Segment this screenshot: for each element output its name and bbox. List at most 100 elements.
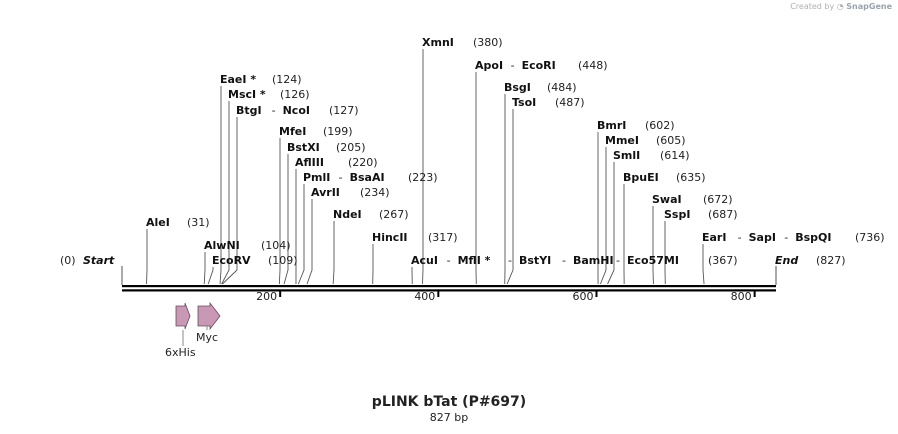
site-mfei[interactable]: MfeI (199) xyxy=(279,125,353,138)
enzyme-name: BtgI xyxy=(236,104,262,117)
site-position: (127) xyxy=(329,104,359,117)
site-eari[interactable]: EarI-SapI-BspQI(736) xyxy=(702,231,885,244)
site-apoi[interactable]: ApoI-EcoRI(448) xyxy=(475,59,608,72)
site-smli[interactable]: SmlI(614) xyxy=(613,149,690,162)
enzyme-name: AleI xyxy=(146,216,170,229)
site-connectors xyxy=(146,49,705,285)
site-msci[interactable]: MscI * (126) xyxy=(228,88,310,101)
enzyme-name: AflIII xyxy=(295,156,324,169)
site-position: (484) xyxy=(547,81,577,94)
enzyme-name: MscI * xyxy=(228,88,266,101)
site-btgi[interactable]: BtgI-NcoI(127) xyxy=(236,104,359,117)
site-acui[interactable]: AcuI-MflI *-BstYI-BamHI-Eco57MI(367) xyxy=(411,254,738,267)
tick-label: 600 xyxy=(572,290,593,303)
enzyme-name: AlwNI xyxy=(204,239,240,252)
enzyme-name: NdeI xyxy=(333,208,362,221)
snapgene-logo-icon: ◔ xyxy=(836,2,844,11)
site-swai[interactable]: SwaI(672) xyxy=(652,193,733,206)
enzyme-name: BmrI xyxy=(597,119,626,132)
site-sspi[interactable]: SspI(687) xyxy=(664,208,738,221)
site-position: (487) xyxy=(555,96,585,109)
enzyme-name: BpuEI xyxy=(623,171,659,184)
enzyme-name: TsoI xyxy=(512,96,536,109)
enzyme-name: Eco57MI xyxy=(627,254,679,267)
site-bstxi[interactable]: BstXI (205) xyxy=(287,141,366,154)
site-bsgi[interactable]: BsgI (484) xyxy=(504,81,577,94)
site-ndei[interactable]: NdeI(267) xyxy=(333,208,409,221)
enzyme-name: EcoRV xyxy=(212,254,251,267)
map-length: 827 bp xyxy=(429,411,469,424)
site-hincii[interactable]: HincII(317) xyxy=(372,231,458,244)
enzyme-name: EarI xyxy=(702,231,726,244)
site-position: (234) xyxy=(360,186,390,199)
site-mmei[interactable]: MmeI (605) xyxy=(605,134,686,147)
tick-label: 200 xyxy=(256,290,277,303)
site-connector-tsoi xyxy=(506,109,514,285)
end-label: End xyxy=(775,254,798,267)
site-position: (448) xyxy=(578,59,608,72)
enzyme-name: ApoI xyxy=(475,59,503,72)
site-bpuei[interactable]: BpuEI (635) xyxy=(623,171,706,184)
site-connector-ndei xyxy=(332,221,335,285)
enzyme-name: MmeI xyxy=(605,134,639,147)
site-tsoi[interactable]: TsoI (487) xyxy=(512,96,585,109)
site-position: (672) xyxy=(703,193,733,206)
enzyme-name: BstYI xyxy=(519,254,551,267)
site-ecorv[interactable]: EcoRV (109) xyxy=(212,254,298,267)
site-position: (687) xyxy=(708,208,738,221)
name-separator: - xyxy=(562,254,566,267)
enzyme-name: PmlI xyxy=(303,171,330,184)
enzyme-name: MfeI xyxy=(279,125,306,138)
feature-6xhis[interactable]: 6xHis xyxy=(165,302,196,359)
site-eaei[interactable]: EaeI * (124) xyxy=(220,73,302,86)
enzyme-name: EaeI * xyxy=(220,73,256,86)
site-connector-eaei xyxy=(219,86,222,285)
enzyme-name: AcuI xyxy=(411,254,438,267)
site-connector-btgi xyxy=(222,117,238,285)
credit-brand: SnapGene xyxy=(846,2,892,11)
enzyme-name: HincII xyxy=(372,231,408,244)
site-position: (635) xyxy=(676,171,706,184)
site-connector-smli xyxy=(607,162,615,285)
site-position: (602) xyxy=(645,119,675,132)
site-position: (109) xyxy=(268,254,298,267)
myc-arrow-icon xyxy=(197,301,221,331)
site-position: (124) xyxy=(272,73,302,86)
site-alwni[interactable]: AlwNI(104) xyxy=(204,239,291,252)
site-avrii[interactable]: AvrII (234) xyxy=(311,186,390,199)
end-labels: (0) Start End (827) xyxy=(60,254,846,267)
site-connector-bstxi xyxy=(283,154,289,285)
name-separator: - xyxy=(447,254,451,267)
site-position: (126) xyxy=(280,88,310,101)
feature-myc[interactable]: Myc xyxy=(196,301,221,344)
site-afliii[interactable]: AflIII(220) xyxy=(295,156,378,169)
enzyme-name: AvrII xyxy=(311,186,340,199)
site-labels: AleI (31) AlwNI(104) EcoRV (109) EaeI * (124) M… xyxy=(146,36,885,267)
site-position: (605) xyxy=(656,134,686,147)
enzyme-name: BstXI xyxy=(287,141,320,154)
enzyme-name: MflI * xyxy=(458,254,491,267)
site-connector-pmli xyxy=(297,184,305,285)
site-alei[interactable]: AleI (31) xyxy=(146,216,210,229)
site-position: (223) xyxy=(408,171,438,184)
site-connector-ecorv xyxy=(207,267,214,285)
site-bmri[interactable]: BmrI (602) xyxy=(597,119,675,132)
enzyme-name: BsgI xyxy=(504,81,531,94)
site-xmni[interactable]: XmnI(380) xyxy=(422,36,503,49)
features-track: 6xHis Myc xyxy=(165,301,221,359)
site-connector-eari xyxy=(702,244,705,285)
credit-prefix: Created by xyxy=(790,2,835,11)
site-position: (31) xyxy=(187,216,210,229)
site-position: (205) xyxy=(336,141,366,154)
site-position: (736) xyxy=(855,231,885,244)
site-connector-mmei xyxy=(600,147,607,285)
site-pmli[interactable]: PmlI-BsaAI(223) xyxy=(303,171,438,184)
name-separator: - xyxy=(339,171,343,184)
tick-label: 400 xyxy=(414,290,435,303)
site-position: (199) xyxy=(323,125,353,138)
6xhis-arrow-icon xyxy=(175,302,191,330)
myc-label: Myc xyxy=(196,331,218,344)
enzyme-name: SapI xyxy=(749,231,776,244)
enzyme-name: SmlI xyxy=(613,149,640,162)
